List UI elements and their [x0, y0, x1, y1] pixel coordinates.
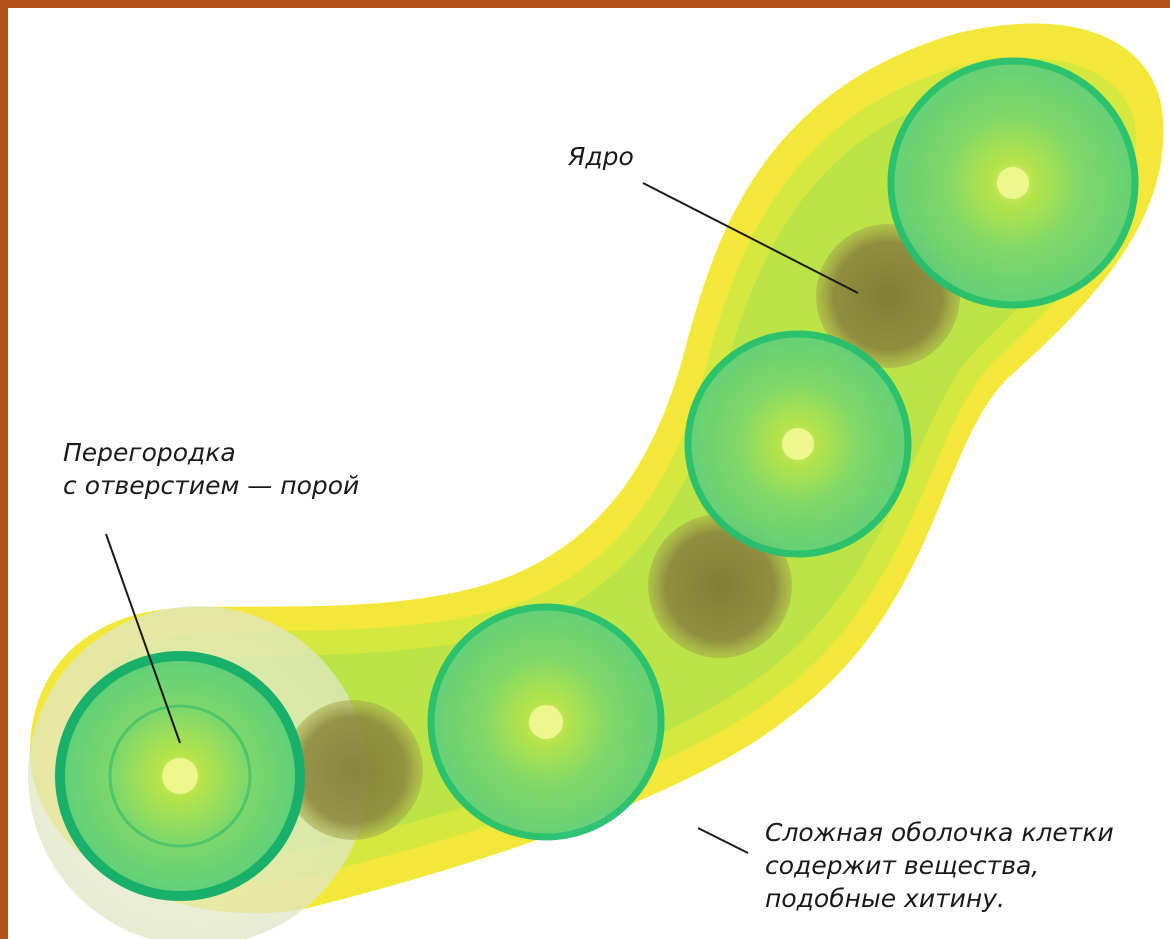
septum [891, 61, 1135, 305]
septum [431, 607, 661, 837]
septum-label-line-2: с отверстием — порой [63, 469, 359, 502]
septum [688, 334, 908, 554]
nucleus-label-text: Ядро [568, 140, 634, 173]
septum-label: Перегородка с отверстием — порой [63, 436, 359, 502]
septum-label-line-1: Перегородка [63, 436, 359, 469]
nucleus-label: Ядро [568, 140, 634, 173]
septum [60, 656, 300, 896]
cell-wall-label: Сложная оболочка клетки содержит веществ… [765, 816, 1114, 915]
cell-wall-label-line-2: содержит вещества, [765, 849, 1114, 882]
cell-wall-label-line-3: подобные хитину. [765, 882, 1114, 915]
diagram-frame: Ядро Перегородка с отверстием — порой Сл… [8, 8, 1170, 939]
pore [997, 167, 1029, 199]
pore [782, 428, 814, 460]
pore [162, 758, 198, 794]
wall-leader-line [698, 828, 748, 853]
pore [529, 705, 563, 739]
cell-wall-label-line-1: Сложная оболочка клетки [765, 816, 1114, 849]
